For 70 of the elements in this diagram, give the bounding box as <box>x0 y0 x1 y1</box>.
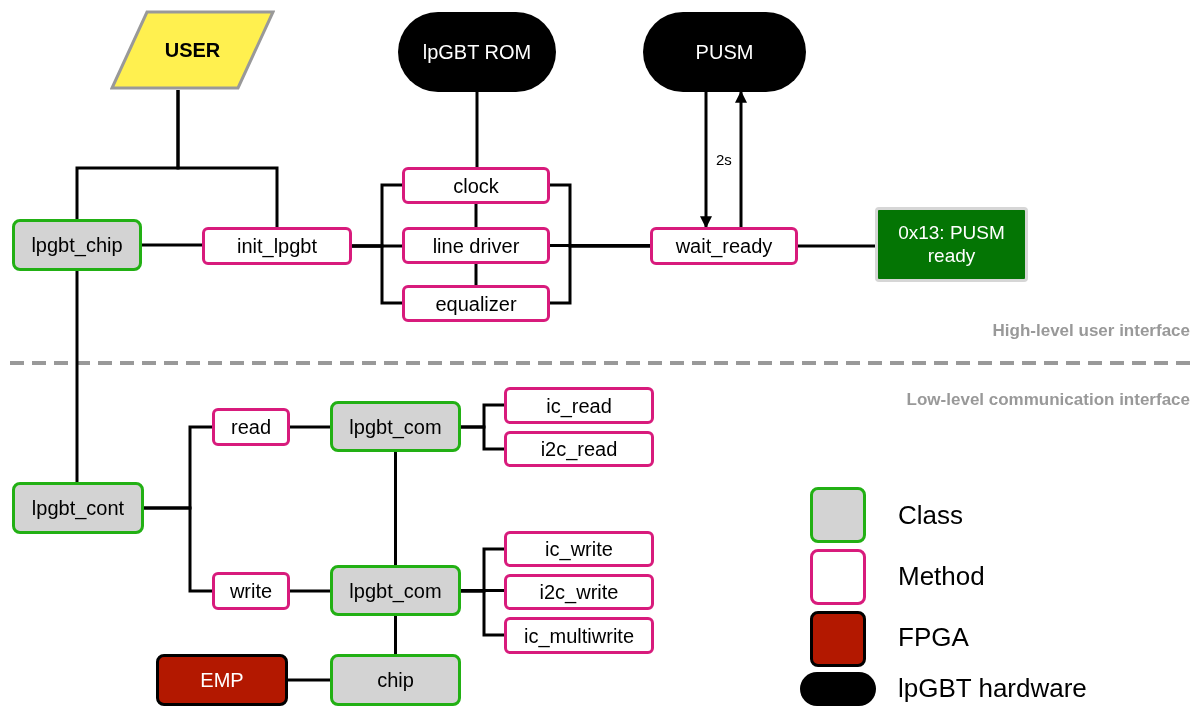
connector-line <box>75 271 79 482</box>
class-box <box>330 401 461 452</box>
method-name: i2c_write <box>539 580 619 604</box>
node-label: PUSM <box>695 40 754 64</box>
method-name: ic_read <box>546 393 612 418</box>
class-box <box>12 482 144 534</box>
connector-line <box>550 244 650 305</box>
legend-label: Method <box>898 561 985 592</box>
node-label: USER <box>164 38 221 62</box>
legend-label: FPGA <box>898 622 969 653</box>
connector-line <box>798 244 875 248</box>
connector-line <box>461 425 504 451</box>
class-name: lpgbt_chip <box>31 233 123 257</box>
method-name: i2c_read <box>540 437 618 461</box>
connector-line <box>461 589 504 637</box>
connector-line <box>461 589 504 592</box>
method-name: ic_write <box>545 537 613 561</box>
connector-line <box>144 506 212 593</box>
node-label: EMP <box>200 668 244 692</box>
connector-line <box>474 264 478 285</box>
method-box <box>650 227 798 265</box>
class-box <box>12 219 142 271</box>
method-name: wait_ready <box>675 234 773 258</box>
class-box <box>330 654 461 706</box>
method-box <box>504 617 654 654</box>
legend-label: lpGBT hardware <box>898 673 1087 704</box>
class-box <box>330 565 461 616</box>
connector-line <box>142 243 202 247</box>
method-box <box>504 531 654 567</box>
method-box <box>402 167 550 204</box>
status-text: 0x13: PUSM ready <box>897 221 1006 268</box>
method-box <box>212 572 290 610</box>
method-name: read <box>231 415 271 439</box>
connector-line <box>550 244 650 247</box>
class-name: lpgbt_com <box>349 578 442 603</box>
method-box <box>504 574 654 610</box>
method-name: ic_multiwrite <box>524 623 634 648</box>
method-name: write <box>229 579 273 603</box>
input-parallelogram <box>110 10 275 90</box>
connector-line <box>475 92 479 167</box>
class-name: chip <box>377 668 414 692</box>
arrow <box>735 90 747 227</box>
method-name: clock <box>453 173 499 198</box>
fpga-box <box>156 654 288 706</box>
method-box <box>504 387 654 424</box>
method-name: equalizer <box>435 291 517 316</box>
node-label: lpGBT ROM <box>422 40 532 64</box>
arrow <box>700 92 712 229</box>
method-name: line driver <box>432 233 520 258</box>
connector-line <box>290 425 330 429</box>
legend-label: Class <box>898 500 963 531</box>
connector-line <box>176 90 279 227</box>
method-name: init_lpgbt <box>236 234 318 258</box>
connector-line <box>394 616 397 654</box>
class-name: lpgbt_com <box>349 414 442 439</box>
connector-line <box>288 678 330 682</box>
section-label: Low-level communication interface <box>906 390 1190 410</box>
connector-line <box>474 204 478 227</box>
method-box <box>202 227 352 265</box>
method-box <box>504 431 654 467</box>
section-label: High-level user interface <box>992 321 1190 341</box>
method-box <box>402 227 550 264</box>
connector-line <box>290 589 330 593</box>
method-box <box>402 285 550 322</box>
edge-label: 2s <box>716 152 732 167</box>
connector-line <box>394 452 397 565</box>
class-name: lpgbt_cont <box>31 496 125 520</box>
status-box <box>875 207 1028 282</box>
connector-line <box>352 244 402 305</box>
method-box <box>212 408 290 446</box>
